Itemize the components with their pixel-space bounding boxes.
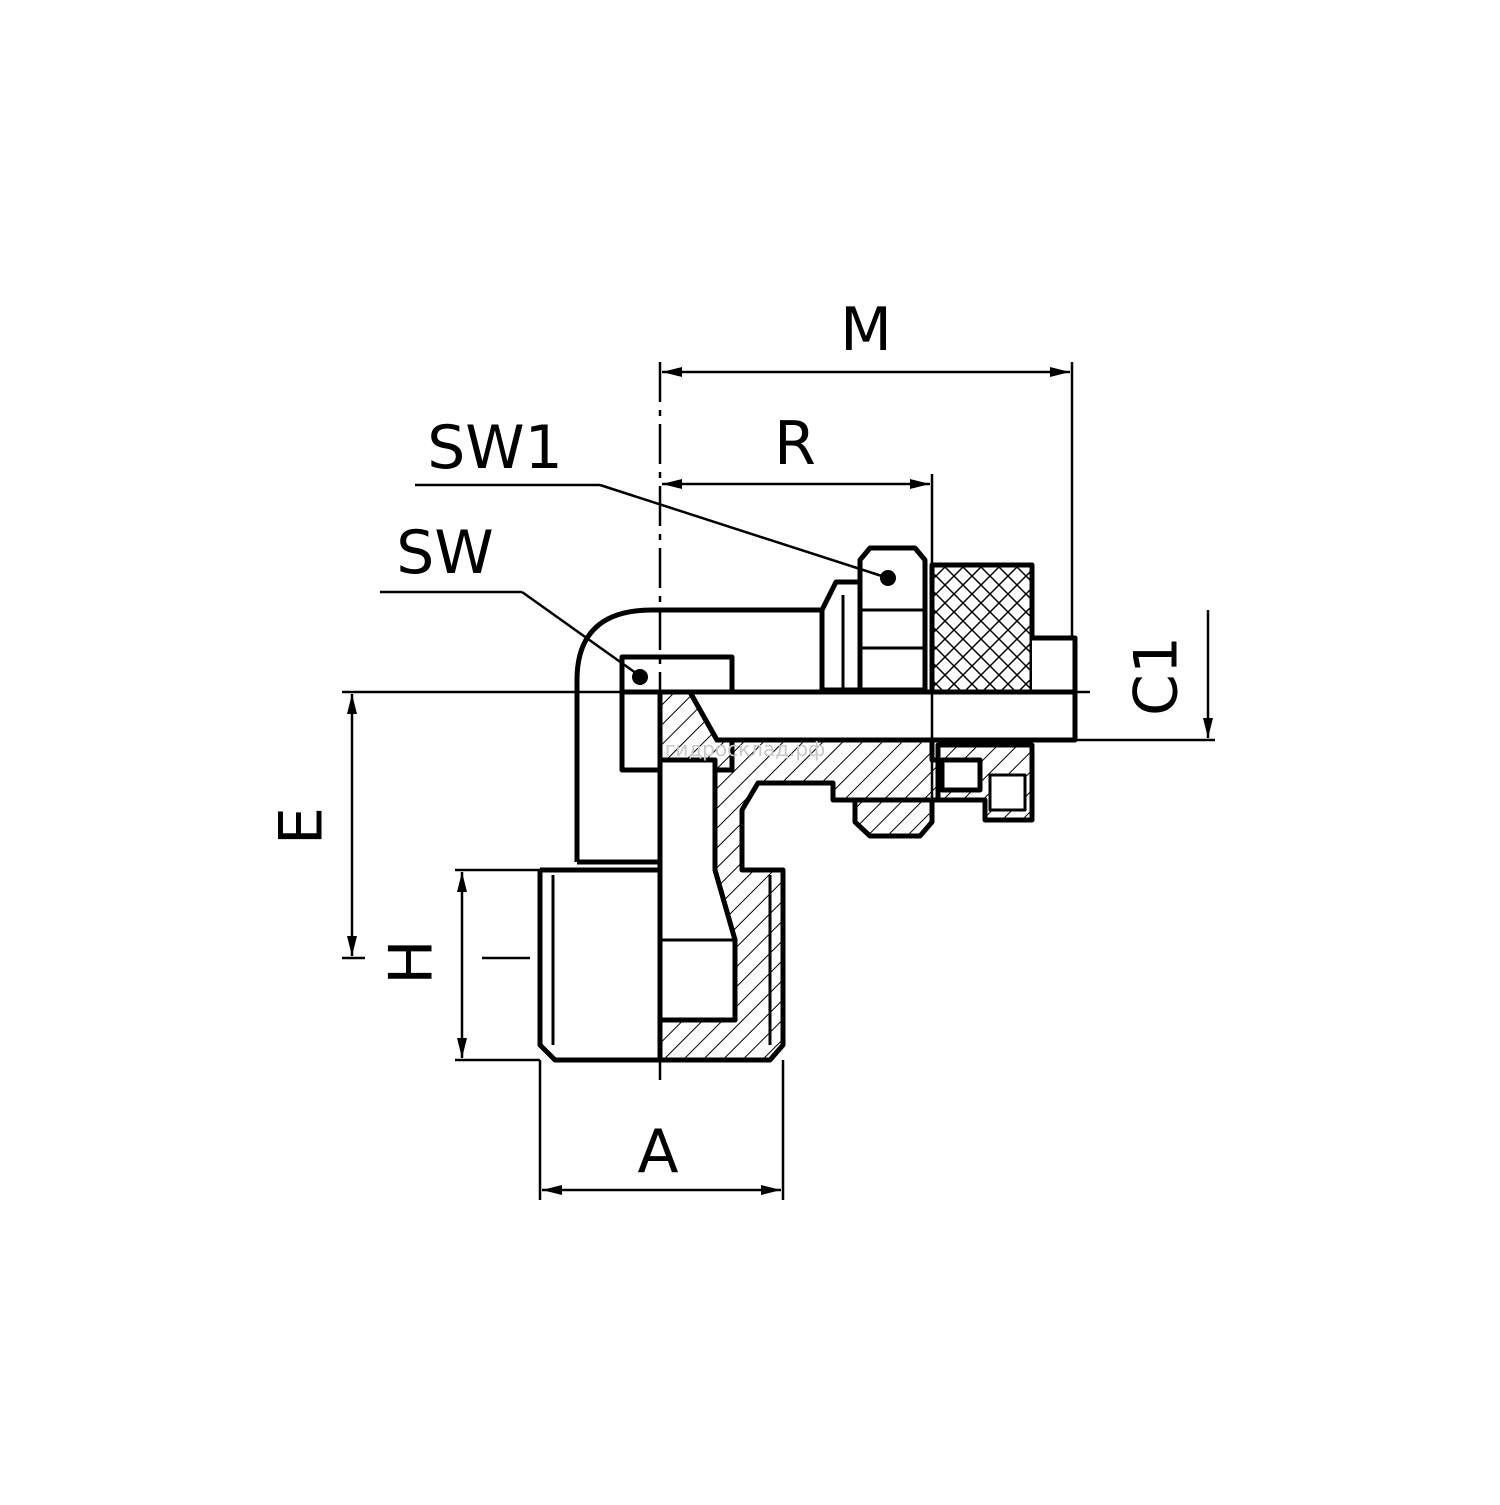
label-m: M xyxy=(840,295,892,365)
label-r: R xyxy=(774,409,816,479)
sw-leader-dot xyxy=(632,669,648,685)
sw1-leader-dot xyxy=(880,570,896,586)
label-sw: SW xyxy=(396,518,493,588)
label-a: A xyxy=(637,1117,678,1187)
labels: M R SW1 SW C1 E H A гидросклад.рф xyxy=(267,295,1192,1187)
threaded-stud xyxy=(537,867,772,1063)
label-sw1: SW1 xyxy=(427,413,563,483)
dimension-lines xyxy=(342,362,1215,1200)
centre-lines xyxy=(342,362,1090,1080)
label-c1: C1 xyxy=(1122,636,1192,716)
tube xyxy=(717,692,1078,743)
label-e: E xyxy=(267,807,337,845)
label-h: H xyxy=(377,939,447,984)
watermark: гидросклад.рф xyxy=(665,737,825,761)
leader-dots xyxy=(632,570,896,685)
section-hatched xyxy=(657,689,1078,1063)
hex-nut-sw1 xyxy=(819,545,935,839)
